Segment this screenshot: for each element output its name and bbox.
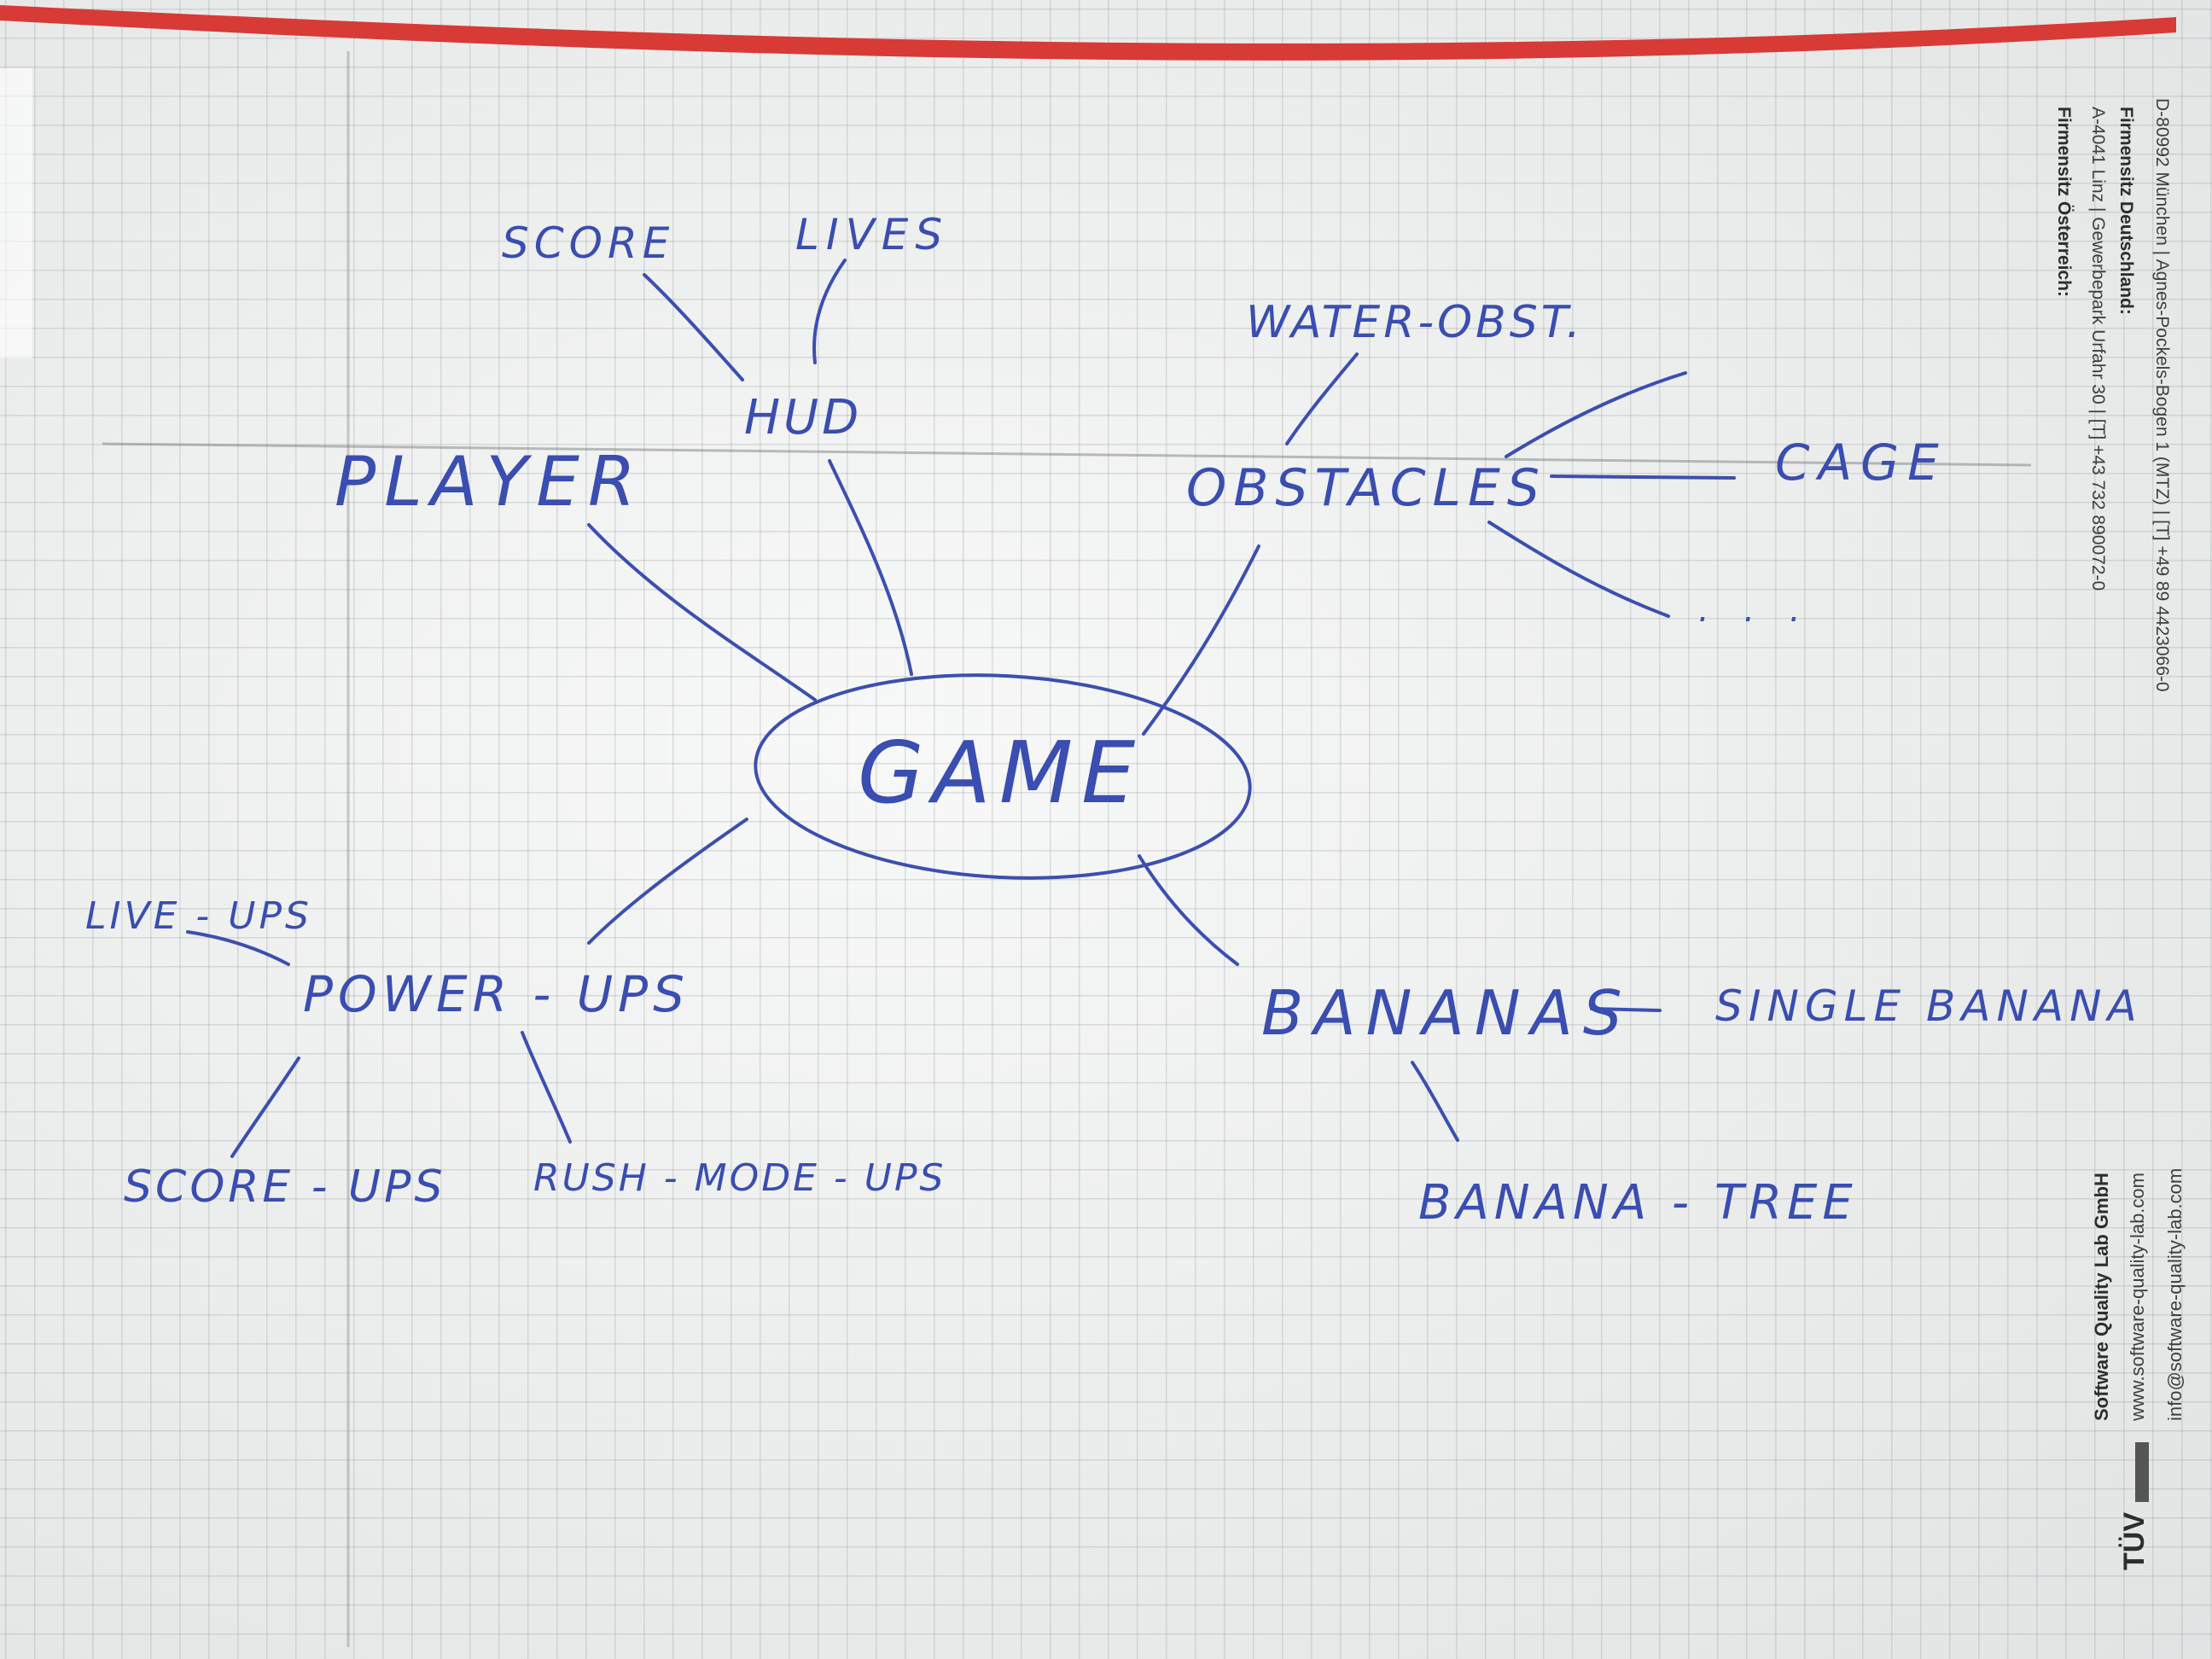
hq-germany-address: D-80992 München | Agnes-Pockels-Bogen 1 …	[2152, 98, 2172, 692]
connector-game-hud	[828, 459, 913, 676]
company-email: info@software-quality-lab.com	[2164, 1168, 2186, 1421]
node-single-banana: SINGLE BANANA	[1715, 981, 2143, 1031]
node-player: PLAYER	[335, 442, 644, 521]
node-live-ups: LIVE - UPS	[85, 894, 312, 938]
connector-bananas-tree	[1411, 1061, 1459, 1142]
connector-obstacles-water	[1285, 352, 1359, 445]
node-rush-mode-ups: RUSH - MODE - UPS	[533, 1156, 946, 1200]
node-bananas: BANANAS	[1261, 977, 1633, 1049]
hq-austria-label-vertical: Firmensitz Österreich:	[2054, 107, 2074, 297]
node-power-ups: POWER - UPS	[303, 965, 690, 1023]
connector-powerups-liveups	[186, 930, 290, 966]
tuv-badge: TÜV	[2118, 1442, 2151, 1570]
game-ellipse	[754, 673, 1252, 880]
connector-bananas-single	[1590, 1007, 1662, 1012]
connector-obstacles-lower	[1487, 521, 1670, 618]
company-name: Software Quality Lab GmbH	[2091, 1173, 2112, 1421]
node-obstacles: OBSTACLES	[1186, 458, 1546, 518]
connector-game-player	[587, 523, 817, 701]
connector-game-obstacles	[1142, 544, 1260, 736]
hq-austria-address: A-4041 Linz | Gewerbepark Urfahr 30 | [T…	[2088, 107, 2108, 591]
connector-powerups-scoreups	[230, 1057, 300, 1158]
node-obstacles-ellipsis: . . .	[1698, 591, 1813, 630]
node-score-ups: SCORE - UPS	[124, 1161, 445, 1213]
connector-hud-score	[643, 273, 744, 381]
connector-obstacles-cage	[1550, 474, 1736, 480]
node-banana-tree: BANANA - TREE	[1418, 1175, 1858, 1231]
node-lives: LIVES	[795, 210, 949, 259]
red-top-stripe	[0, 5, 2176, 61]
node-cage: CAGE	[1775, 434, 1947, 492]
connector-obstacles-upper	[1505, 371, 1687, 458]
node-score: SCORE	[502, 218, 674, 268]
node-hud: HUD	[744, 390, 862, 445]
margin-line-horizontal	[102, 442, 2032, 467]
tuv-badge-text: TÜV	[2118, 1512, 2151, 1570]
torn-corner-shadow	[0, 68, 32, 358]
connector-hud-lives	[812, 259, 847, 364]
connector-powerups-rushups	[521, 1031, 572, 1144]
company-website: www.software-quality-lab.com	[2127, 1173, 2148, 1422]
connector-game-powerups	[587, 818, 748, 945]
connector-game-bananas	[1138, 854, 1239, 966]
node-water-obst: WATER-OBST.	[1246, 297, 1584, 348]
hq-germany-label: Firmensitz Deutschland:	[2116, 107, 2136, 315]
node-game: GAME	[858, 723, 1144, 823]
